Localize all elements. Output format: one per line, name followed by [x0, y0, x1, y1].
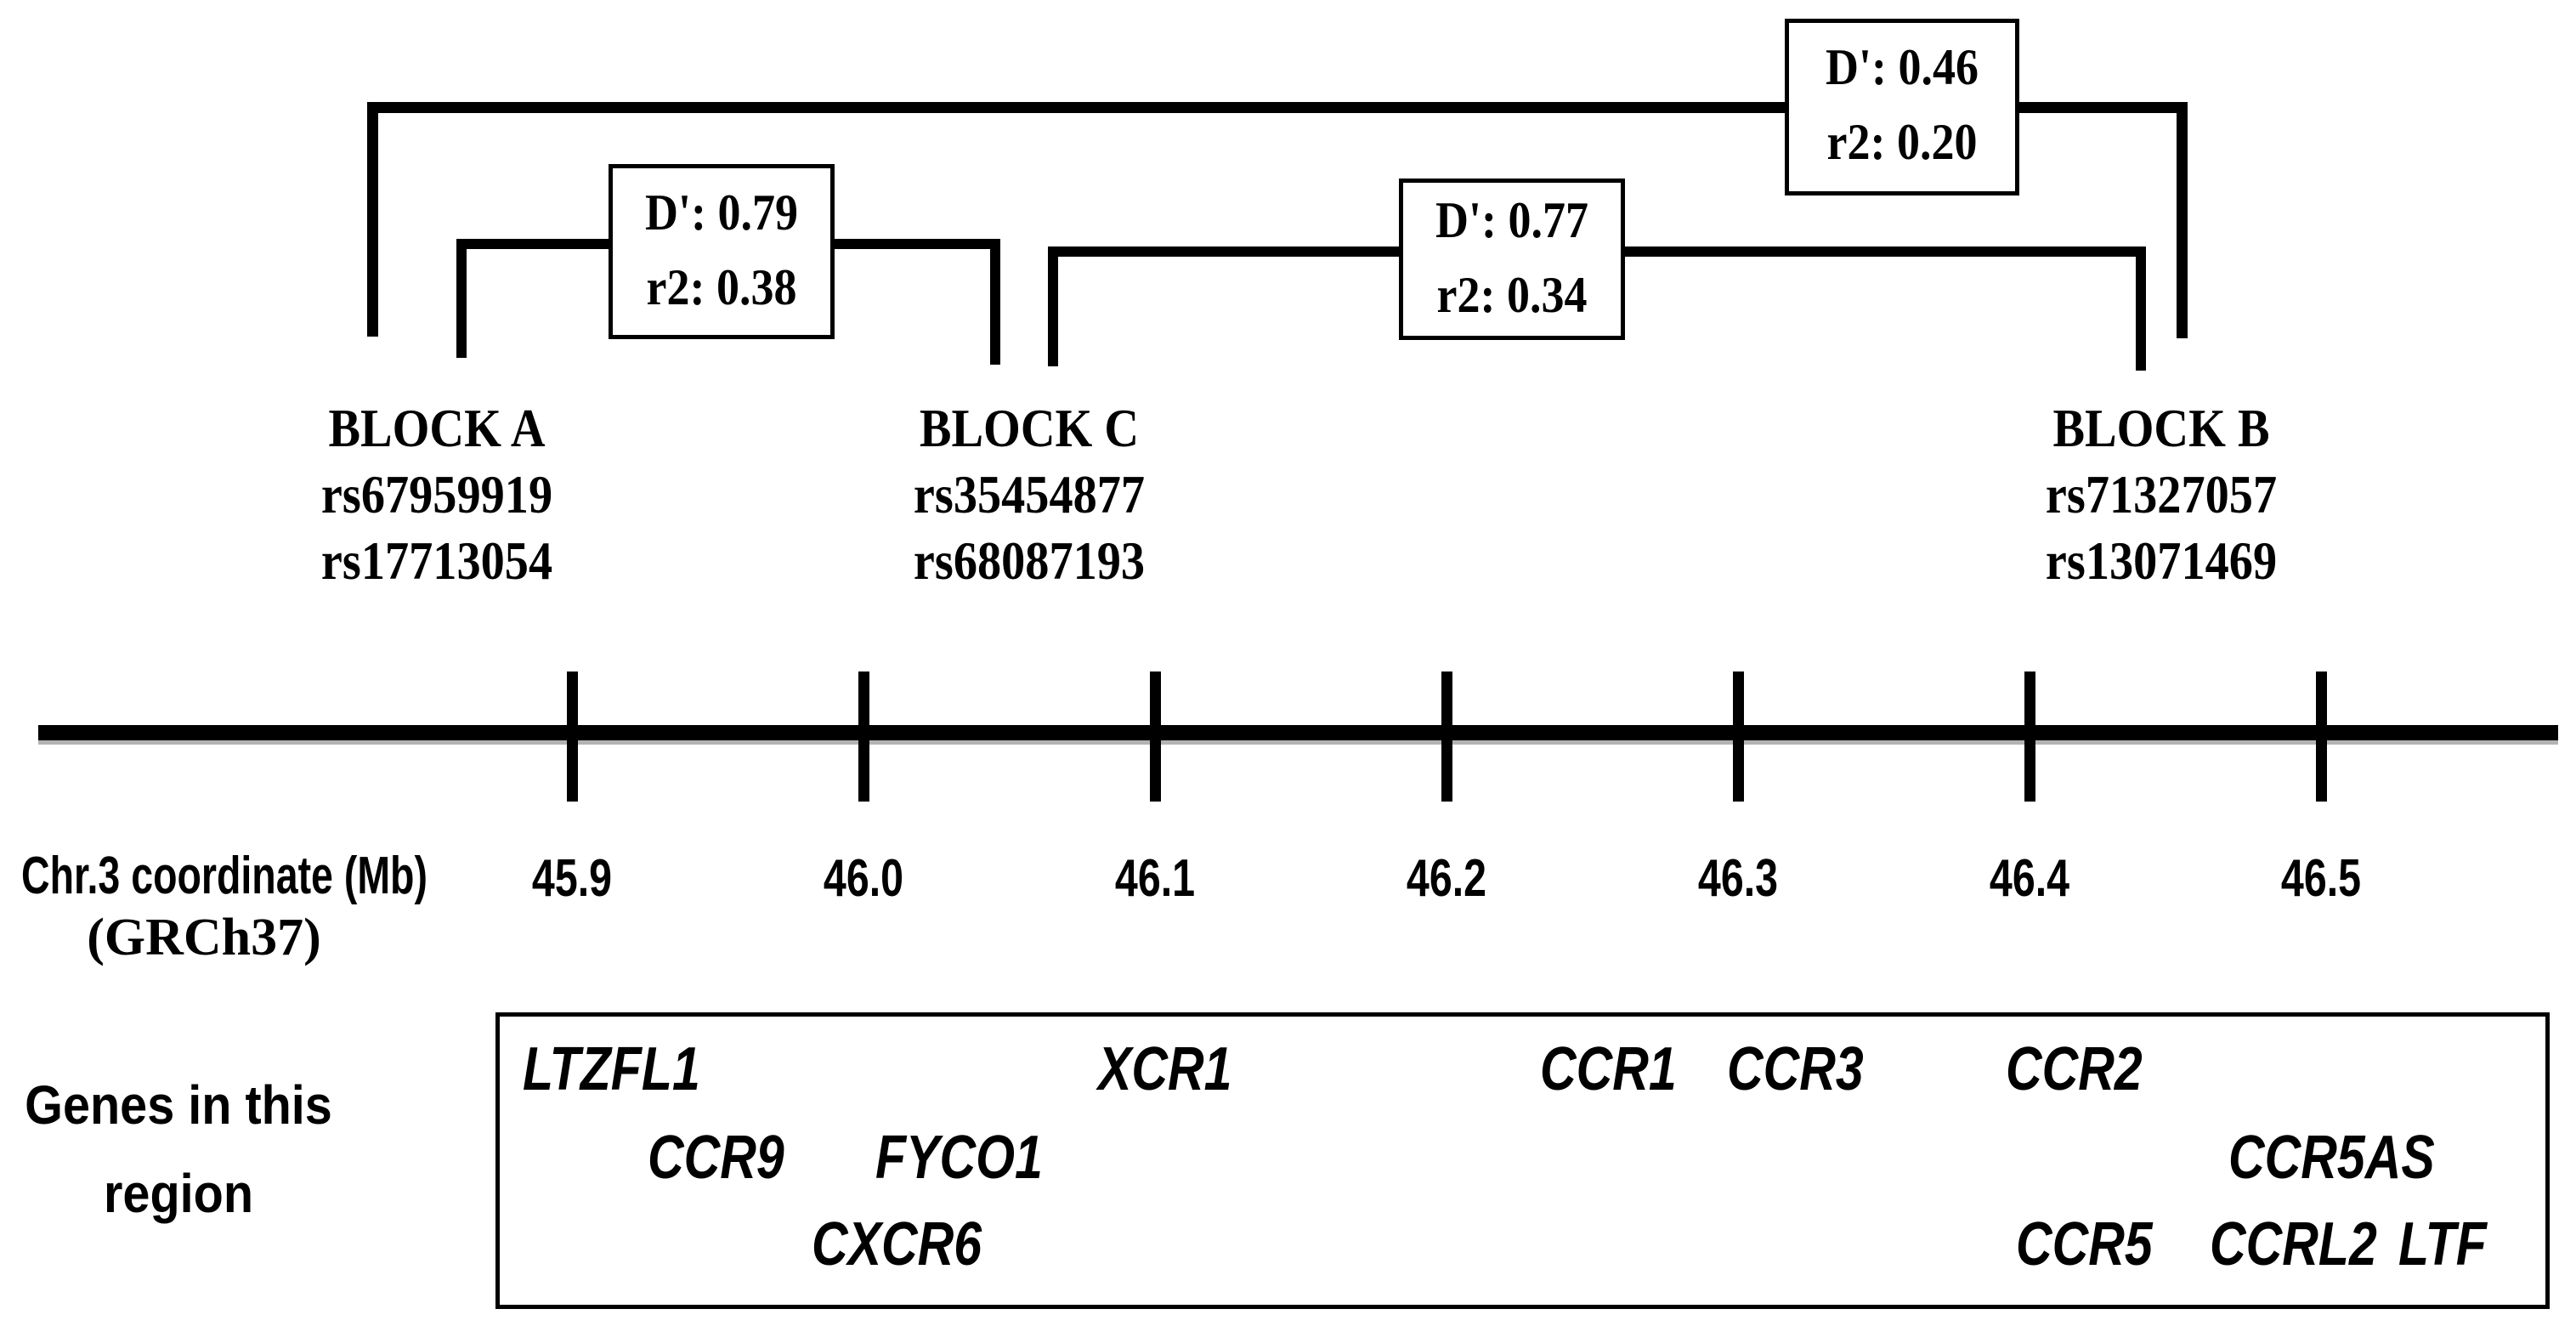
axis-tick-46-1: [1150, 672, 1161, 802]
block-b: BLOCK B rs71327057 rs13071469: [1923, 395, 2399, 594]
ld-stats-box-ab: D': 0.46 r2: 0.20: [1785, 19, 2019, 196]
gene-xcr1: XCR1: [1098, 1035, 1232, 1103]
gene-ccr5as: CCR5AS: [2228, 1124, 2435, 1192]
bracket-ab-left-tick: [367, 102, 378, 337]
ld-stats-box-cb: D': 0.77 r2: 0.34: [1399, 178, 1625, 340]
gene-ltzfl1: LTZFL1: [523, 1035, 700, 1103]
axis-tick-label-46-3: 46.3: [1697, 849, 1779, 908]
axis-tick-46-4: [2024, 672, 2035, 802]
axis-tick-46-0: [858, 672, 869, 802]
axis-line: [38, 725, 2558, 740]
bracket-ab-right-tick: [2177, 102, 2188, 338]
axis-caption-chr3: Chr.3 coordinate (Mb): [21, 847, 427, 905]
axis-tick-label-46-4: 46.4: [1989, 849, 2070, 908]
gene-ltf: LTF: [2398, 1210, 2487, 1278]
axis-tick-label-46-5: 46.5: [2280, 849, 2362, 908]
ld-dprime-cb: D': 0.77: [1435, 192, 1588, 248]
block-c: BLOCK C rs35454877 rs68087193: [791, 395, 1267, 594]
block-c-title: BLOCK C: [919, 398, 1140, 458]
axis-tick-label-46-2: 46.2: [1406, 849, 1487, 908]
ld-r2-ac: r2: 0.38: [646, 259, 797, 315]
gene-ccrl2: CCRL2: [2210, 1210, 2377, 1278]
gene-ccr5: CCR5: [2016, 1210, 2153, 1278]
axis-caption-grch37: (GRCh37): [87, 909, 321, 966]
bracket-cb-right-tick: [2136, 246, 2146, 371]
block-a: BLOCK A rs67959919 rs17713054: [199, 395, 675, 594]
bracket-ab-horizontal-line: [367, 102, 2188, 113]
block-a-title: BLOCK A: [328, 398, 546, 458]
ld-dprime-ac: D': 0.79: [645, 184, 798, 241]
bracket-ac-left-tick: [456, 239, 467, 358]
ld-dprime-ab: D': 0.46: [1826, 39, 1979, 95]
axis-tick-46-2: [1441, 672, 1452, 802]
block-c-snp-2: rs68087193: [913, 530, 1146, 591]
axis-tick-label-45-9: 45.9: [531, 849, 613, 908]
block-b-snp-2: rs13071469: [2045, 530, 2278, 591]
gene-cxcr6: CXCR6: [812, 1210, 982, 1278]
block-b-snp-1: rs71327057: [2045, 464, 2278, 524]
gene-ccr3: CCR3: [1727, 1035, 1864, 1103]
genes-region-caption-line2: region: [103, 1163, 254, 1224]
axis-tick-46-3: [1733, 672, 1744, 802]
block-b-title: BLOCK B: [2052, 398, 2270, 458]
bracket-cb-left-tick: [1048, 246, 1058, 366]
genes-region-box: [495, 1012, 2550, 1309]
axis-tick-label-46-0: 46.0: [823, 849, 904, 908]
ld-r2-ab: r2: 0.20: [1826, 114, 1978, 170]
gene-ccr2: CCR2: [2006, 1035, 2143, 1103]
block-c-snp-1: rs35454877: [913, 464, 1146, 524]
axis-tick-label-46-1: 46.1: [1114, 849, 1196, 908]
gene-ccr9: CCR9: [648, 1124, 784, 1192]
genes-region-caption: Genes in this region: [18, 1061, 339, 1238]
bracket-ac-right-tick: [990, 239, 1000, 365]
ld-r2-cb: r2: 0.34: [1436, 267, 1588, 323]
gene-fyco1: FYCO1: [875, 1124, 1043, 1192]
axis-line-shadow: [38, 740, 2558, 745]
axis-tick-46-5: [2316, 672, 2327, 802]
gene-ccr1: CCR1: [1540, 1035, 1677, 1103]
axis-tick-45-9: [567, 672, 578, 802]
block-a-snp-2: rs17713054: [320, 530, 553, 591]
block-a-snp-1: rs67959919: [320, 464, 553, 524]
ld-stats-box-ac: D': 0.79 r2: 0.38: [609, 164, 835, 339]
genes-region-caption-line1: Genes in this: [25, 1074, 332, 1136]
